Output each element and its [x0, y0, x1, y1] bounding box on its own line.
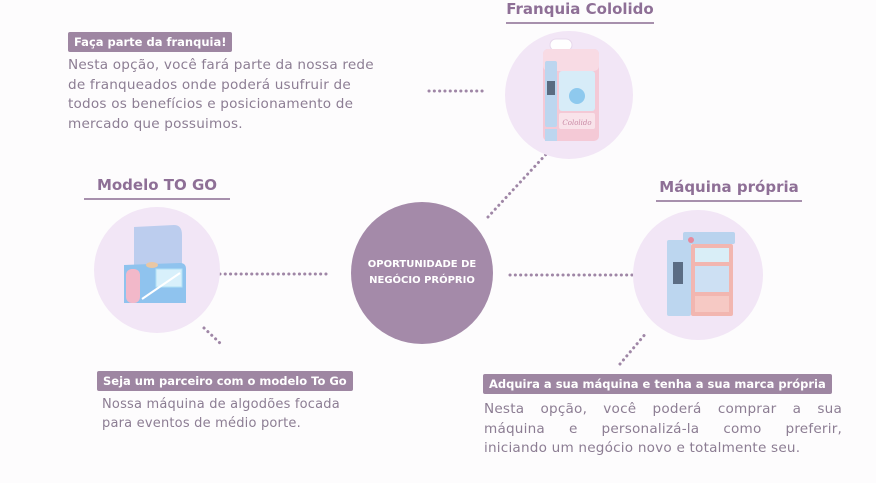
center-title: OPORTUNIDADE DE NEGÓCIO PRÓPRIO: [368, 257, 476, 289]
togo-circle: [94, 207, 220, 333]
togo-description: Nossa máquina de algodões focada para ev…: [102, 396, 402, 433]
togo-heading: Modelo TO GO: [84, 176, 230, 200]
propria-description: Nesta opção, você poderá comprar a sua m…: [484, 400, 842, 459]
togo-line: para eventos de médio porte.: [102, 415, 301, 431]
propria-tag: Adquira a sua máquina e tenha a sua marc…: [483, 374, 832, 394]
propria-line: máquina e personalizá-la como preferir,: [484, 420, 842, 437]
franquia-line: todos os benefícios e posicionamento de: [68, 96, 354, 112]
own-machine-icon: [667, 232, 735, 316]
togo-tag-wrap: Seja um parceiro com o modelo To Go: [97, 370, 353, 391]
machine-brand-label: Cololido: [562, 119, 591, 127]
franquia-circle: Cololido: [505, 31, 633, 159]
connector-propria-text: [618, 330, 649, 366]
franquia-tag-wrap: Faça parte da franquia!: [68, 31, 233, 52]
center-line-1: OPORTUNIDADE DE: [367, 259, 477, 270]
franquia-line: Nesta opção, você fará parte da nossa re…: [68, 57, 374, 73]
center-circle: OPORTUNIDADE DE NEGÓCIO PRÓPRIO: [351, 202, 493, 344]
propria-line: Nesta opção, você poderá comprar a sua: [484, 401, 842, 417]
connector-franquia-center: [486, 148, 552, 219]
togo-machine-icon: [124, 225, 186, 303]
propria-circle: [633, 210, 763, 340]
propria-tag-wrap: Adquira a sua máquina e tenha a sua marc…: [483, 373, 832, 394]
franquia-line: mercado que possuimos.: [68, 115, 243, 132]
togo-tag: Seja um parceiro com o modelo To Go: [97, 371, 353, 391]
togo-line: Nossa máquina de algodões focada: [102, 397, 340, 412]
connector-togo-text: [202, 326, 223, 346]
franchise-machine-icon: Cololido: [543, 38, 599, 141]
franquia-heading: Franquia Cololido: [506, 0, 654, 24]
franquia-line: de franqueados onde poderá usufruir de: [68, 76, 351, 93]
center-line-2: NEGÓCIO PRÓPRIO: [369, 275, 475, 286]
franquia-tag: Faça parte da franquia!: [68, 32, 233, 52]
propria-heading: Máquina própria: [656, 178, 802, 202]
propria-line: iniciando um negócio novo e totalmente s…: [484, 440, 801, 456]
franquia-description: Nesta opção, você fará parte da nossa re…: [68, 56, 428, 134]
